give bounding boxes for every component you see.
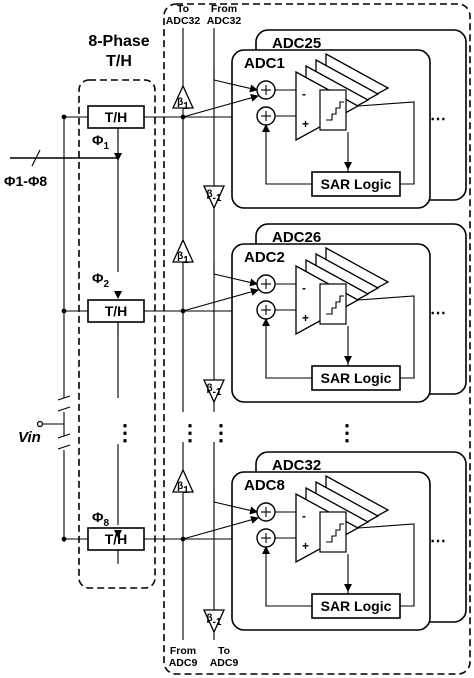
beta-neg-label: β-1 (206, 383, 221, 398)
adc-vdots: ⋮ (336, 420, 358, 445)
beta-pos-label: β1 (177, 251, 189, 266)
clock-arrow (344, 162, 352, 170)
title-line-1: 8-Phase (88, 33, 149, 50)
bus-break-mark (57, 433, 71, 439)
minus-sign: - (302, 281, 306, 295)
phase-label: Φ8 (92, 509, 110, 529)
beta-neg-label: β-1 (206, 613, 221, 628)
feed-arrow-cross (182, 94, 259, 118)
sar-feedback-wire (262, 318, 312, 379)
feed-arrow-cross (182, 516, 259, 540)
bus-break-mark (57, 395, 71, 401)
vin-label: Vin (18, 429, 41, 446)
beta-neg-label: β-1 (206, 189, 221, 204)
phase-arrow (114, 530, 122, 538)
dac-box (319, 511, 347, 553)
sar-output-wire (357, 523, 415, 607)
front-adc-label: ADC8 (244, 477, 285, 494)
sar-logic-label: SAR Logic (321, 370, 392, 386)
sar-logic-label: SAR Logic (321, 176, 392, 192)
back-adc-label: ADC26 (272, 229, 321, 246)
phase-arrow (114, 153, 122, 161)
sar-output-wire (357, 295, 415, 379)
dac-staircase-icon (326, 101, 344, 121)
to-adc32-label-2: ADC32 (166, 15, 201, 27)
feed-arrow (213, 79, 258, 93)
dac-staircase-icon (326, 523, 344, 543)
sar-logic-label: SAR Logic (321, 598, 392, 614)
front-adc-label: ADC1 (244, 55, 285, 72)
beta-neg-amplifier-icon (202, 609, 226, 634)
sar-feedback-wire (262, 124, 312, 185)
beta-neg-amplifier-icon (202, 185, 226, 210)
phase-arrow (114, 291, 122, 299)
beta-pos-amplifier-icon (171, 468, 195, 493)
to-adc9-label-2: ADC9 (210, 657, 239, 669)
beta-neg-amplifier-icon (202, 379, 226, 404)
th-box-label: T/H (105, 303, 128, 319)
sar-output-wire (357, 101, 415, 185)
plus-sign-text: + (302, 311, 309, 325)
dac-box (319, 89, 347, 131)
dac-box (319, 283, 347, 325)
back-adc-label: ADC25 (272, 35, 321, 52)
junction-dot (61, 308, 67, 314)
beta-pos-label: β1 (177, 481, 189, 496)
junction-dot (61, 536, 67, 542)
to-adc9-label-1: To (218, 645, 230, 657)
from-adc32-label-2: ADC32 (207, 15, 242, 27)
minus-sign: - (302, 87, 306, 101)
plus-sign-text: + (302, 117, 309, 131)
beta-neg-vdots: ⋮ (210, 420, 232, 445)
front-adc-label: ADC2 (244, 249, 285, 266)
phase-label: Φ1 (92, 132, 110, 152)
from-adc32-label-1: From (211, 3, 237, 15)
bus-break-mark (57, 444, 71, 450)
beta-pos-label: β1 (177, 97, 189, 112)
th-group-region (78, 79, 156, 589)
adc-ellipsis: ⋯ (430, 305, 446, 322)
beta-pos-amplifier-icon (171, 238, 195, 263)
to-adc32-label-1: To (177, 3, 189, 15)
sar-logic-box (311, 365, 401, 391)
plus-sign-text: + (302, 539, 309, 553)
beta1-vdots: ⋮ (179, 420, 201, 445)
dac-staircase-icon (326, 295, 344, 315)
from-adc9-label-1: From (170, 645, 196, 657)
th-box-label: T/H (105, 531, 128, 547)
clock-arrow (344, 356, 352, 364)
feed-arrow (213, 273, 258, 287)
junction-dot (61, 114, 67, 120)
clock-arrow (344, 584, 352, 592)
th-vdots: ⋮ (114, 420, 136, 445)
bus-break-mark (57, 406, 71, 412)
from-adc9-label-2: ADC9 (169, 657, 198, 669)
th-box-label: T/H (105, 109, 128, 125)
sar-feedback-wire (262, 546, 312, 607)
back-adc-label: ADC32 (272, 457, 321, 474)
feed-arrow-cross (182, 288, 259, 312)
beta-pos-amplifier-icon (171, 84, 195, 109)
bus-slash-mark (31, 149, 41, 167)
title-line-2: T/H (106, 53, 132, 70)
vin-terminal (36, 420, 44, 428)
minus-sign: - (302, 509, 306, 523)
adc-ellipsis: ⋯ (430, 533, 446, 550)
feed-arrow (213, 501, 258, 515)
adc-array-region (163, 3, 471, 675)
phase-bus-label: Φ1-Φ8 (4, 173, 47, 189)
adc-ellipsis: ⋯ (430, 111, 446, 128)
phase-label: Φ2 (92, 270, 110, 290)
